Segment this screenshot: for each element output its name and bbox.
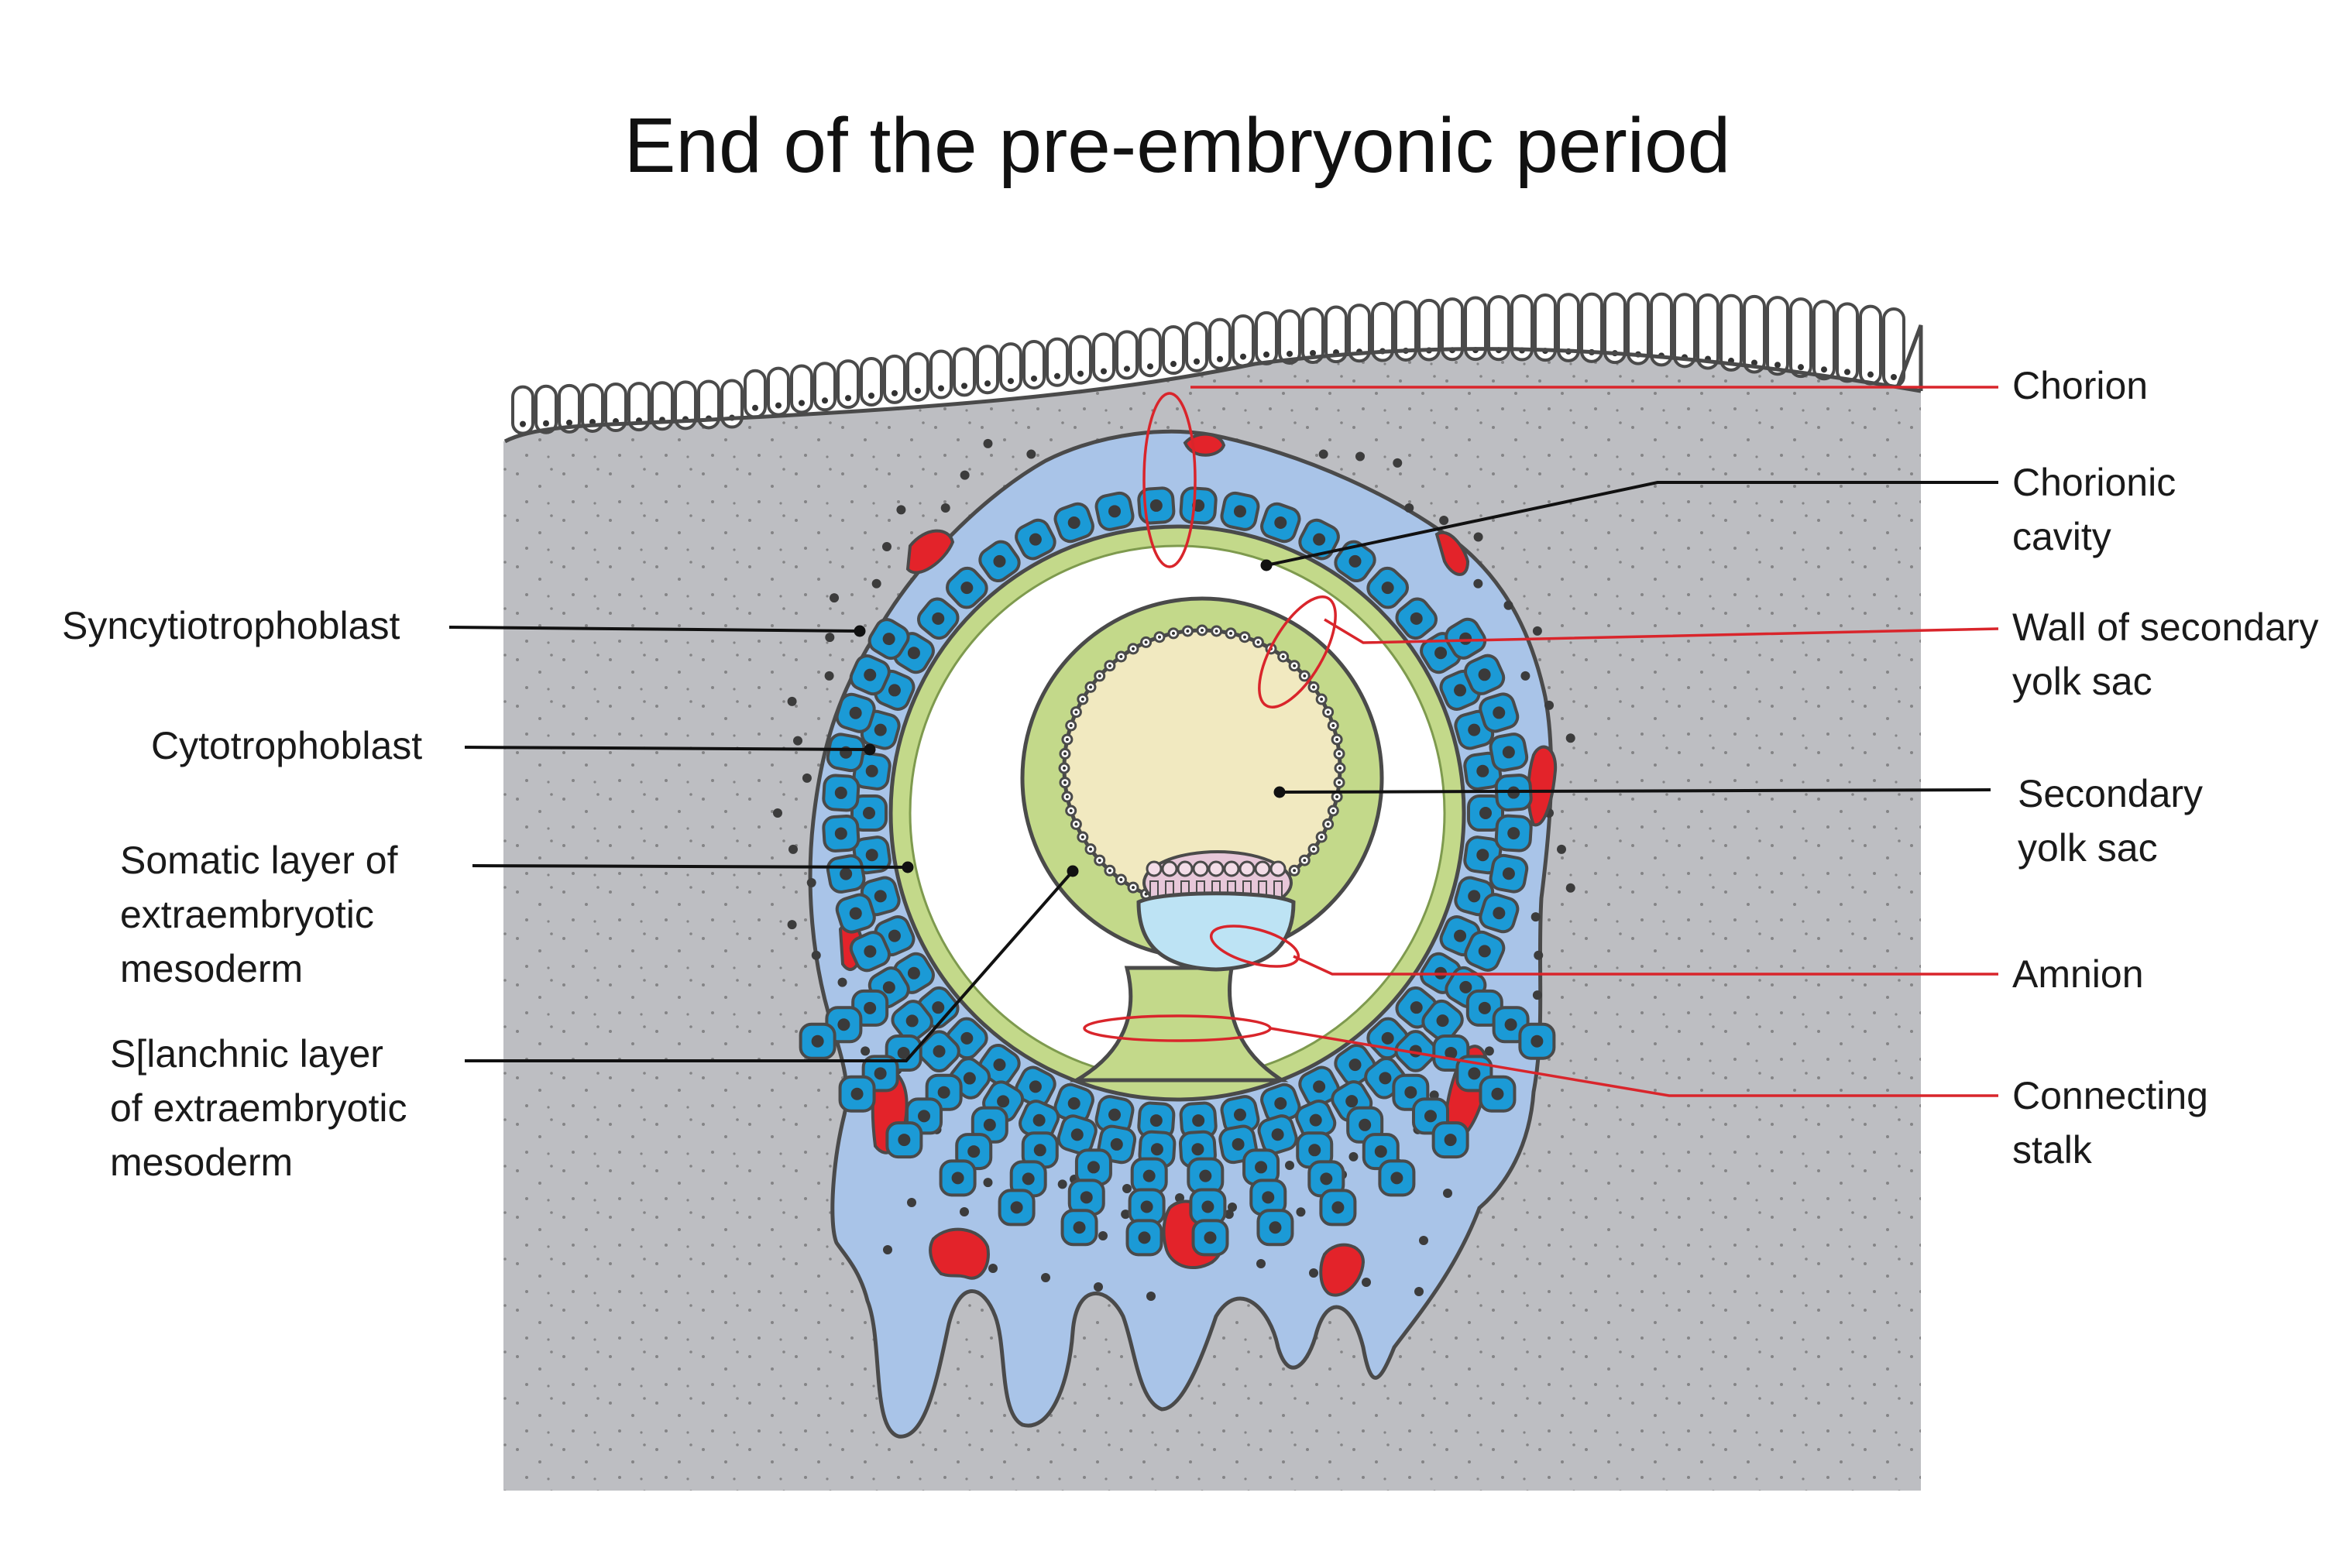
connecting-stalk: [1069, 966, 1289, 1083]
leader-chorionic-cavity: [1266, 481, 1998, 567]
leader-wall-secondary-yolk-sac: [1324, 618, 1999, 644]
amnion-cavity: [1136, 891, 1296, 972]
uterine-epithelium: [503, 292, 1923, 444]
epithelial-cell: [860, 356, 883, 407]
epithelial-cell: [558, 383, 581, 434]
epithelial-cell: [883, 354, 906, 404]
lacuna: [929, 1227, 990, 1280]
label-chorion: Chorion: [2012, 364, 2148, 407]
label-somatic-line-1: Somatic layer of: [120, 839, 398, 882]
lacuna: [905, 529, 955, 575]
label-connecting-stalk-line-2: stalk: [2012, 1128, 2093, 1172]
epithelial-cell: [1743, 294, 1766, 374]
epithelial-cell: [1603, 292, 1627, 365]
epithelial-cell: [674, 380, 697, 431]
epithelial-cell: [1789, 297, 1812, 379]
right-labels: Chorion Chorionic cavity Wall of seconda…: [2012, 364, 2319, 1172]
leader-connecting-stalk: [1269, 1027, 1998, 1097]
leader-lines: [448, 386, 1999, 1097]
leader-splanchnic: [465, 870, 1074, 1062]
epithelial-cell: [1417, 298, 1441, 362]
epithelial-cell: [627, 382, 651, 432]
epithelial-cell: [1650, 292, 1673, 367]
label-splanchnic-line-1: S[lanchnic layer: [110, 1032, 383, 1076]
lacuna: [1434, 530, 1470, 576]
epithelial-cell: [1069, 335, 1092, 385]
epithelial-cell: [1441, 297, 1464, 362]
epithelial-cell: [604, 383, 627, 433]
epithelial-cell: [1510, 293, 1534, 362]
epithelial-cell: [1673, 293, 1696, 369]
epithelial-cell: [1534, 293, 1557, 362]
epithelial-cell: [1812, 300, 1836, 381]
label-somatic-line-2: extraembryotic: [120, 893, 374, 936]
epithelial-cell: [929, 349, 953, 400]
epithelial-cell: [790, 364, 813, 414]
label-splanchnic-line-3: mesoderm: [110, 1141, 293, 1184]
epithelial-cell: [1301, 307, 1324, 364]
epithelial-cell: [1208, 317, 1232, 370]
epithelial-cell: [1627, 292, 1650, 365]
epithelial-cell: [1092, 332, 1115, 383]
label-amnion: Amnion: [2012, 952, 2144, 996]
epithelial-cell: [1115, 330, 1139, 380]
epithelial-cell: [976, 345, 999, 395]
epithelial-cell: [1487, 295, 1510, 362]
leader-secondary-yolk-sac: [1279, 788, 1991, 794]
epithelial-cell: [720, 379, 744, 429]
left-labels: Syncytiotrophoblast Cytotrophoblast Soma…: [62, 604, 422, 1184]
epithelial-cell: [651, 381, 674, 431]
label-somatic-line-3: mesoderm: [120, 947, 303, 990]
epithelial-cell: [1324, 305, 1348, 364]
label-splanchnic-line-2: of extraembryotic: [110, 1086, 407, 1130]
epithelial-cell: [1162, 324, 1185, 376]
epithelial-cell: [581, 383, 604, 433]
yolk-sac-wall-marker: [1258, 595, 1337, 709]
cytotrophoblast: [799, 486, 1556, 1257]
label-syncytiotrophoblast: Syncytiotrophoblast: [62, 604, 400, 647]
leader-somatic: [472, 864, 909, 869]
chorion-marker: [1142, 392, 1197, 568]
epithelial-cell: [697, 379, 720, 430]
epithelial-cell: [953, 347, 976, 397]
epithelial-cell: [1557, 293, 1580, 362]
epithelial-cell: [1580, 292, 1603, 363]
epithelial-cell: [1696, 293, 1719, 370]
epithelial-cell: [837, 359, 860, 410]
epithelial-cell: [1719, 293, 1743, 372]
epithelial-cell: [1046, 337, 1069, 387]
epithelial-cell: [999, 342, 1022, 393]
label-chorionic-cavity-line-2: cavity: [2012, 515, 2111, 558]
label-wall-secondary-yolk-sac-line-1: Wall of secondary: [2012, 606, 2319, 649]
label-connecting-stalk-line-1: Connecting: [2012, 1074, 2208, 1117]
epithelial-cell: [1185, 321, 1208, 372]
label-secondary-yolk-sac-line-1: Secondary: [2018, 772, 2203, 815]
epithelial-cell: [1371, 301, 1394, 362]
epithelial-cell: [1022, 339, 1046, 389]
label-cytotrophoblast: Cytotrophoblast: [151, 724, 422, 767]
epithelial-cell: [1348, 304, 1371, 363]
epithelial-cell: [534, 384, 558, 434]
epithelial-cell: [1836, 302, 1859, 383]
diagram-title: End of the pre-embryonic period: [624, 102, 1731, 189]
leader-cytotrophoblast: [464, 746, 871, 751]
epithelial-cell: [906, 352, 929, 402]
epithelial-cell: [813, 362, 837, 412]
epithelial-cell: [1394, 300, 1417, 362]
leader-amnion: [1293, 955, 1998, 976]
epithelial-cell: [1464, 296, 1487, 362]
lacuna: [1319, 1243, 1366, 1297]
label-chorionic-cavity-line-1: Chorionic: [2012, 461, 2176, 504]
epithelial-cell: [1766, 296, 1789, 376]
label-wall-secondary-yolk-sac-line-2: yolk sac: [2012, 660, 2152, 703]
label-secondary-yolk-sac-line-2: yolk sac: [2018, 826, 2158, 870]
leader-syncytiotrophoblast: [448, 626, 861, 633]
epithelial-cell: [1278, 309, 1301, 365]
epithelial-cell: [1139, 328, 1162, 378]
